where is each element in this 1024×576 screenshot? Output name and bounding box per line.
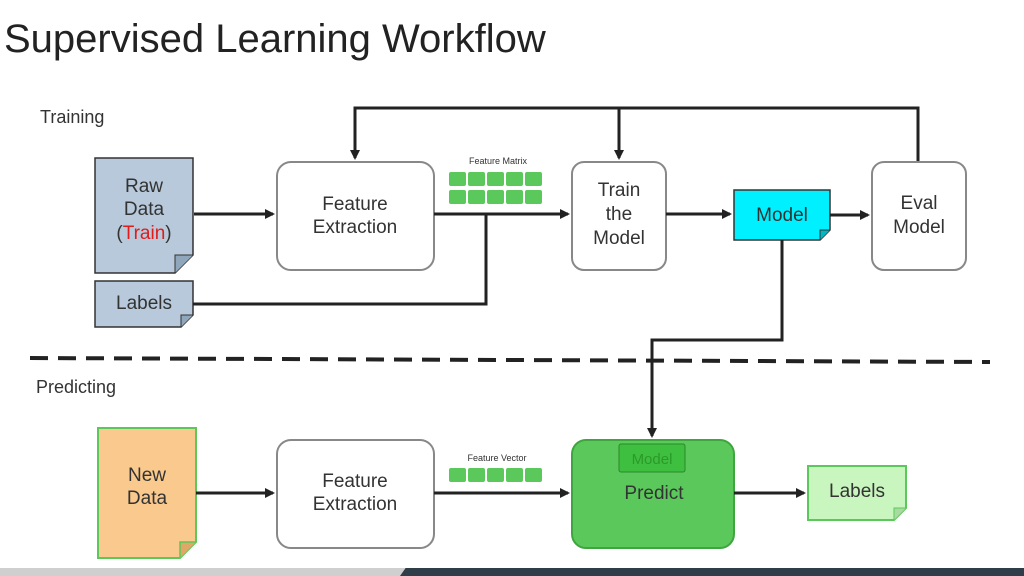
train-model-line1: Train	[598, 180, 641, 201]
feature-matrix-grid	[449, 172, 542, 204]
train-model-box: Train the Model	[571, 161, 667, 271]
feature-vector-label: Feature Vector	[467, 453, 526, 463]
train-model-line3: Model	[593, 228, 645, 249]
eval-model-line1: Eval	[901, 193, 938, 214]
labels-output-text: Labels	[829, 481, 885, 502]
predicting-section-label: Predicting	[36, 377, 116, 397]
feedback-arrow-to-feature-extraction	[350, 106, 920, 162]
arrow-model-to-predict	[647, 240, 784, 438]
eval-model-line2: Model	[893, 217, 945, 238]
feature-extraction-pred-line1: Feature	[322, 471, 387, 492]
feature-extraction-predicting-box: Feature Extraction	[276, 439, 435, 549]
footer-bar-dark	[400, 568, 1024, 576]
labels-text: Labels	[116, 293, 172, 314]
feature-matrix-label: Feature Matrix	[469, 156, 528, 166]
raw-data-line3: (Train)	[116, 223, 171, 244]
predict-text: Predict	[624, 483, 684, 504]
model-document: Model	[733, 189, 831, 241]
eval-model-box: Eval Model	[871, 161, 967, 271]
page-title: Supervised Learning Workflow	[4, 17, 546, 61]
new-data-document: New Data	[97, 427, 197, 559]
feature-extraction-pred-line2: Extraction	[313, 494, 397, 515]
predict-model-tag: Model	[632, 451, 673, 468]
labels-output-document: Labels	[807, 465, 907, 521]
model-text: Model	[756, 205, 808, 226]
feature-vector-cells	[449, 468, 542, 482]
raw-data-line2: Data	[124, 199, 165, 220]
train-word: Train	[123, 223, 166, 244]
raw-data-line1: Raw	[125, 176, 163, 197]
new-data-line2: Data	[127, 488, 168, 509]
labels-document: Labels	[94, 280, 194, 328]
labels-connector	[193, 214, 488, 306]
feature-extraction-line2: Extraction	[313, 217, 397, 238]
footer-bar-light	[0, 568, 420, 576]
section-divider	[29, 356, 991, 364]
raw-data-document: Raw Data (Train)	[94, 157, 194, 274]
train-model-line2: the	[606, 204, 632, 225]
training-section-label: Training	[40, 107, 104, 127]
new-data-line1: New	[128, 465, 166, 486]
feature-extraction-line1: Feature	[322, 194, 387, 215]
feature-extraction-training-box: Feature Extraction	[276, 161, 435, 271]
predict-box: Model Predict	[571, 439, 735, 549]
